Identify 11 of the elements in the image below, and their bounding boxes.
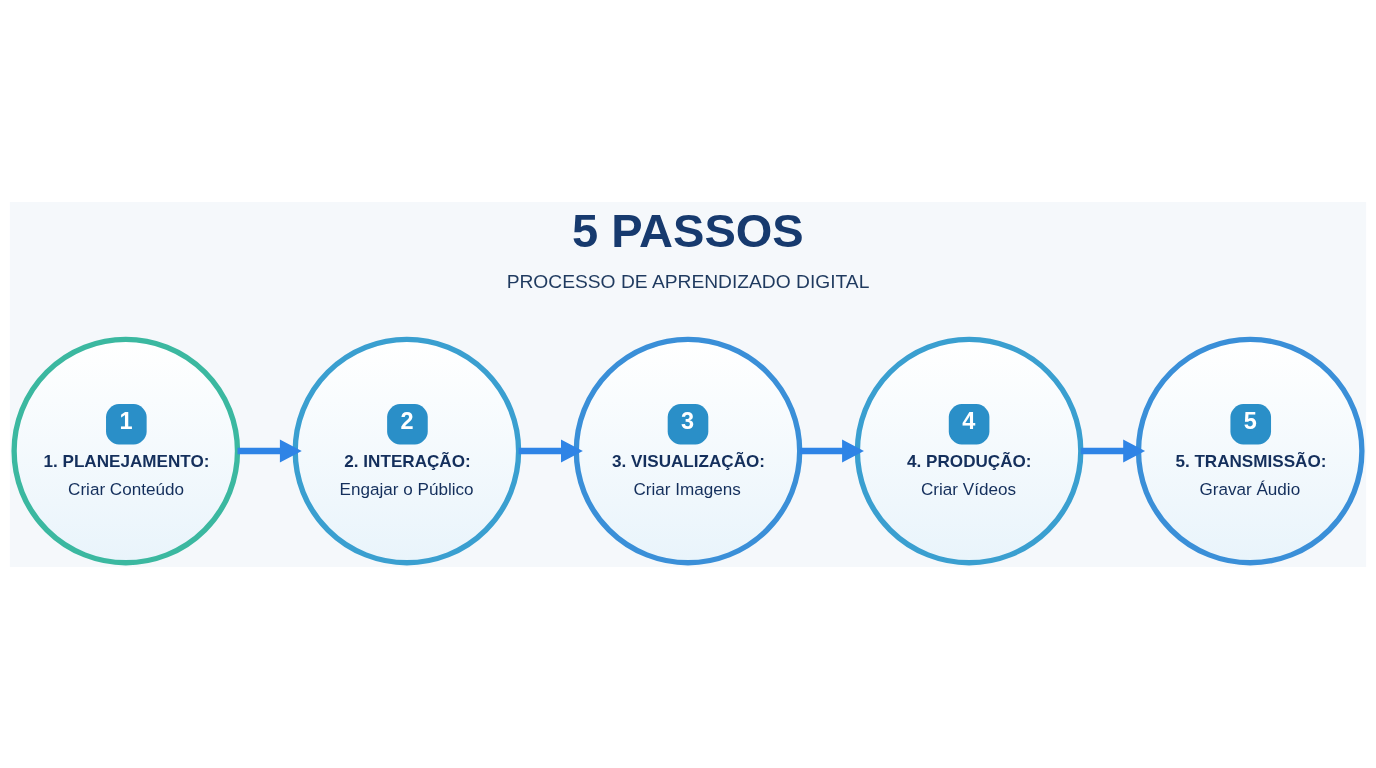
diagram-title: 5 PASSOS (572, 203, 804, 257)
node-circle: 2 2. INTERAÇÃO: Engajar o Público (292, 336, 522, 565)
node-circle: 3 3. VISUALIZAÇÃO: Criar Imagens (573, 336, 803, 565)
label: PROCESSO DE APRENDIZADO DIGITAL (506, 270, 870, 292)
arrow (1080, 439, 1146, 462)
arrow (799, 439, 864, 462)
node-circle: 1 1. PLANEJAMENTO: Criar Conteúdo (11, 336, 241, 565)
arrow (518, 439, 583, 462)
node-circle: 4 4. PRODUÇÃO: Criar Vídeos (854, 336, 1084, 565)
node-circle: 5 5. TRANSMISSÃO: Gravar Áudio (1135, 336, 1365, 565)
arrow (237, 439, 302, 462)
